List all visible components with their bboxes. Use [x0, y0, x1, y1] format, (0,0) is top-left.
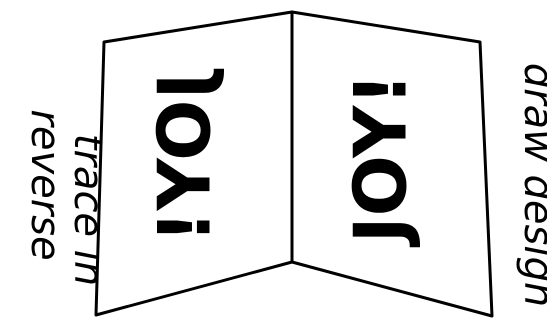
label-draw-design: draw design — [515, 63, 547, 307]
label-reverse: reverse — [22, 109, 68, 260]
left-panel-joy-text: JOY! — [143, 68, 227, 243]
right-panel-joy-text: JOY! — [339, 73, 423, 248]
